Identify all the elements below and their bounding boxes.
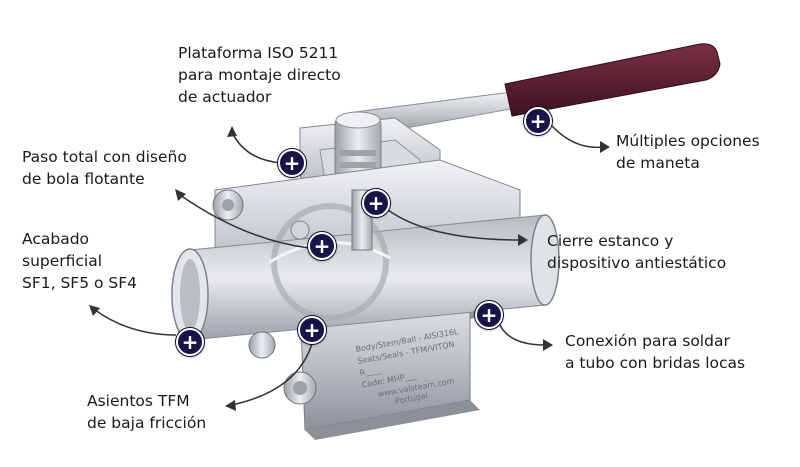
label-iso-platform: Plataforma ISO 5211 para montaje directo…: [178, 42, 341, 108]
label-surface-finish: Acabado superficial SF1, SF5 o SF4: [22, 228, 137, 294]
hotspot-full-bore[interactable]: +: [308, 232, 336, 260]
plus-icon: +: [367, 190, 385, 215]
hotspot-handle-options[interactable]: +: [524, 107, 552, 135]
plus-icon: +: [283, 150, 301, 175]
label-line: Cierre estanco y: [547, 232, 674, 250]
hotspot-surface-finish[interactable]: +: [176, 328, 204, 356]
engraving-line: R____: [359, 365, 383, 378]
label-line: Conexión para soldar: [565, 332, 730, 350]
plus-icon: +: [529, 108, 547, 133]
arrowhead-icon: [225, 400, 236, 411]
arrow-bore: [179, 194, 310, 249]
arrow-weld: [499, 324, 546, 346]
plus-icon: +: [313, 233, 331, 258]
plus-icon: +: [181, 329, 199, 354]
label-line: Múltiples opciones: [616, 132, 760, 150]
label-line: superficial: [22, 252, 103, 270]
hotspot-weld-connection[interactable]: +: [475, 301, 503, 329]
arrowhead-icon: [518, 234, 528, 246]
label-line: para montaje directo: [178, 66, 341, 84]
plus-icon: +: [480, 302, 498, 327]
arrowhead-icon: [600, 141, 610, 153]
label-line: SF1, SF5 o SF4: [22, 274, 138, 292]
label-line: de maneta: [616, 154, 700, 172]
callout-arrows: [89, 125, 610, 411]
label-full-bore: Paso total con diseño de bola flotante: [22, 146, 187, 190]
label-line: dispositivo antiestático: [547, 254, 727, 272]
label-line: a tubo con bridas locas: [565, 354, 746, 372]
label-tfm-seats: Asientos TFM de baja fricción: [87, 390, 206, 434]
plus-icon: +: [303, 317, 321, 342]
hotspot-iso-platform[interactable]: +: [278, 149, 306, 177]
hotspot-tfm-seats[interactable]: +: [298, 316, 326, 344]
arrowhead-icon: [543, 339, 553, 351]
label-handle-options: Múltiples opciones de maneta: [616, 130, 760, 174]
label-line: de baja fricción: [87, 414, 207, 432]
arrowhead-icon: [89, 305, 100, 316]
arrow-handle: [551, 125, 604, 149]
label-weld-connection: Conexión para soldar a tubo con bridas l…: [565, 330, 745, 374]
arrow-iso: [231, 131, 283, 164]
label-line: Acabado: [22, 230, 90, 248]
label-line: Plataforma ISO 5211: [178, 44, 339, 62]
label-line: de actuador: [178, 88, 272, 106]
label-seal-antistatic: Cierre estanco y dispositivo antiestátic…: [547, 230, 726, 274]
arrow-seats: [231, 339, 314, 406]
hotspot-seal-antistatic[interactable]: +: [362, 189, 390, 217]
arrowhead-icon: [175, 189, 186, 201]
arrowhead-icon: [227, 126, 237, 137]
arrow-seal: [387, 209, 521, 241]
pipe-bore: [171, 203, 560, 342]
arrow-finish: [94, 309, 177, 336]
label-line: de bola flotante: [22, 170, 145, 188]
label-line: Paso total con diseño: [22, 148, 187, 166]
label-line: Asientos TFM: [87, 392, 190, 410]
